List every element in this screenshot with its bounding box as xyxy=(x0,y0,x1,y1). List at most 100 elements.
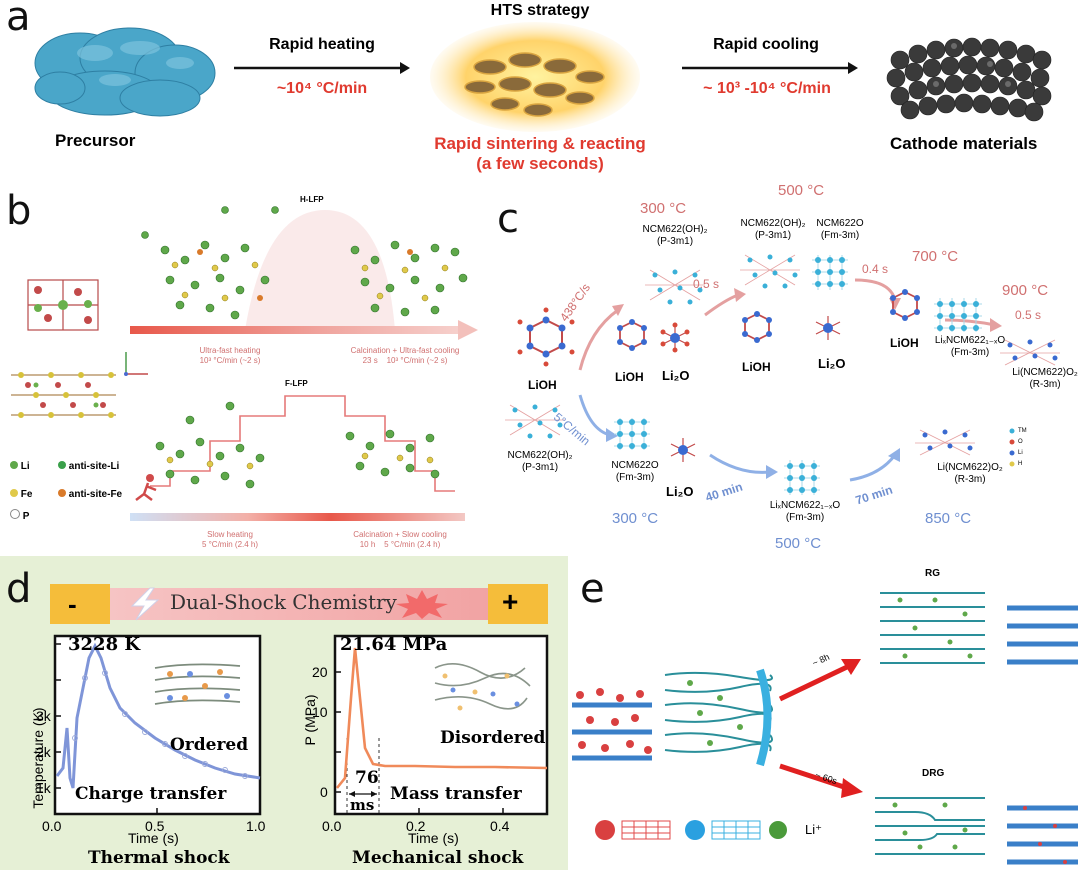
mechanical-xtick-02: 0.2 xyxy=(406,818,426,834)
f-lfp-li-atoms xyxy=(155,401,440,489)
panel-c-structures xyxy=(505,254,1060,495)
red-sphere-icon xyxy=(595,820,615,840)
final-top-formula: Li(NCM622)O₂ xyxy=(1012,367,1078,378)
ncm-oh-top-sg: (P-3m1) xyxy=(656,236,694,247)
temp-500-bottom: 500 °C xyxy=(775,535,822,552)
ncm-oh-mid-formula: NCM622(OH)₂ xyxy=(740,218,806,229)
precursor-label: Precursor xyxy=(55,131,136,150)
legend-p: P xyxy=(22,511,30,522)
thermal-shock-plot xyxy=(53,634,262,816)
lioh-a-label: LiOH xyxy=(615,370,644,384)
panel-c-legend: TM O Li H xyxy=(1018,426,1027,470)
ncm-o-bot-structure xyxy=(614,418,650,450)
thermal-caption: Thermal shock xyxy=(88,848,230,868)
ncm-oh-bot-structure xyxy=(505,404,565,439)
lix-bot-structure xyxy=(784,460,820,495)
mechanical-xlabel: Time (s) xyxy=(408,830,459,846)
anti-li-legend-marker xyxy=(58,461,66,469)
lioh-left-label: LiOH xyxy=(528,378,557,392)
li-sphere-icon xyxy=(769,821,787,839)
temp-300-top: 300 °C xyxy=(640,200,687,217)
disordered-label: Disordered xyxy=(440,728,546,748)
lioh-a-structure xyxy=(617,319,647,351)
temp-900: 900 °C xyxy=(1002,282,1049,299)
mechanical-ytick-20: 20 xyxy=(312,664,328,680)
temp-500-top: 500 °C xyxy=(778,182,825,199)
h-lfp-li-atoms xyxy=(141,206,468,320)
calcination-fast-label: Calcination + Ultra-fast cooling 23 s 10… xyxy=(330,346,480,366)
drg-title: DRG xyxy=(922,768,945,779)
lioh-c-label: LiOH xyxy=(890,336,919,350)
final-top-sg: (R-3m) xyxy=(1029,379,1061,390)
ncm-o-bot-label: NCM622O (Fm-3m) xyxy=(595,460,675,484)
f-lfp-temperature-bar xyxy=(130,513,465,521)
panel-c-label: c xyxy=(497,196,519,242)
ncm-o-top-label: NCM622O (Fm-3m) xyxy=(800,218,880,242)
thermal-ytick-1k: 1k xyxy=(36,780,51,796)
axes-triad-icon xyxy=(124,352,148,376)
explosion-icon xyxy=(396,590,448,619)
h-lfp-title: H-LFP xyxy=(300,195,324,204)
cathode-image xyxy=(886,37,1052,122)
rg-structure xyxy=(880,592,985,664)
duration-unit: ms xyxy=(350,796,375,814)
hts-sintering-image xyxy=(430,22,640,132)
time-05s-b: 0.5 s xyxy=(1015,308,1042,322)
cooling-arrow xyxy=(682,62,858,74)
ultrafast-heating-line-1: Ultra-fast heating xyxy=(199,346,261,355)
calcination-slow-line-2: 10 h 5 °C/min (2.4 h) xyxy=(330,540,470,550)
mass-transfer-label: Mass transfer xyxy=(390,784,522,804)
ncm-o-bot-formula: NCM622O xyxy=(611,460,659,471)
lix-bot-label: LiₓNCM622₁₋ₓO (Fm-3m) xyxy=(755,500,855,524)
panel-c-legend-dots xyxy=(1009,428,1015,467)
panel-b-label: b xyxy=(6,188,32,234)
li2o-c-label: Li₂O xyxy=(666,484,694,499)
legend-fe: Fe xyxy=(20,489,33,500)
arrow-to-ncmoh-top xyxy=(578,308,619,371)
lioh-c-structure xyxy=(890,289,920,321)
slow-heating-line-1: Slow heating xyxy=(207,530,253,539)
thermal-xtick-1: 1.0 xyxy=(246,818,266,834)
ncm-oh-top-structure xyxy=(645,269,705,305)
lfp-crystal-side xyxy=(11,372,116,418)
arrow-70min xyxy=(849,454,897,482)
calcination-fast-rate: 10³ °C/min (~2 s) xyxy=(386,356,448,365)
arrow-to-rg xyxy=(778,659,861,702)
panel-e-label: e xyxy=(580,566,605,612)
h-lfp-scene: H-LFP xyxy=(141,195,468,330)
mechanical-ylabel: P (MPa) xyxy=(302,694,318,746)
mechanical-ytick-10: 10 xyxy=(312,704,328,720)
calcination-slow-time: 10 h xyxy=(359,540,376,549)
lix-top-formula: LiₓNCM622₁₋ₓO xyxy=(934,335,1006,346)
banner-left-terminal xyxy=(50,584,110,624)
mechanical-caption: Mechanical shock xyxy=(352,848,524,868)
drg-structure xyxy=(875,797,985,855)
temp-850: 850 °C xyxy=(925,510,972,527)
blue-sheet-icon xyxy=(711,820,761,840)
ultrafast-heating-label: Ultra-fast heating 10³ °C/min (~2 s) xyxy=(165,346,295,366)
red-sheet-icon xyxy=(621,820,671,840)
legend-anti-fe: anti-site-Fe xyxy=(68,489,123,500)
lix-bot-sg: (Fm-3m) xyxy=(785,512,825,523)
drg-side-stack xyxy=(1007,805,1078,865)
graphene-wavy-stack xyxy=(664,668,773,767)
lix-top-structure xyxy=(934,298,982,332)
mechanical-peak-label: 21.64 MPa xyxy=(340,634,448,655)
rg-side-stack xyxy=(1007,605,1078,665)
slow-heating-label: Slow heating 5 °C/min (2.4 h) xyxy=(175,530,285,550)
dual-shock-banner: - + Dual-Shock Chemistry xyxy=(50,584,548,624)
ncm-o-top-formula: NCM622O xyxy=(816,218,864,229)
duration-number: 76 xyxy=(355,768,379,788)
ncm-oh-bot-formula: NCM622(OH)₂ xyxy=(507,450,573,461)
li2o-c-structure xyxy=(670,438,696,462)
sintering-line-1: Rapid sintering & reacting xyxy=(434,134,646,153)
heating-person-icon xyxy=(135,474,157,501)
final-bot-label: Li(NCM622)O₂ (R-3m) xyxy=(920,462,1020,486)
panel-a-label: a xyxy=(6,0,31,40)
ncm-oh-top-formula: NCM622(OH)₂ xyxy=(642,224,708,235)
ncm-oh-bot-sg: (P-3m1) xyxy=(521,462,559,473)
final-bot-structure xyxy=(915,429,975,456)
rapid-cooling-label: Rapid cooling xyxy=(713,36,819,53)
temp-700: 700 °C xyxy=(912,248,959,265)
graphene-li-stack xyxy=(572,688,652,761)
